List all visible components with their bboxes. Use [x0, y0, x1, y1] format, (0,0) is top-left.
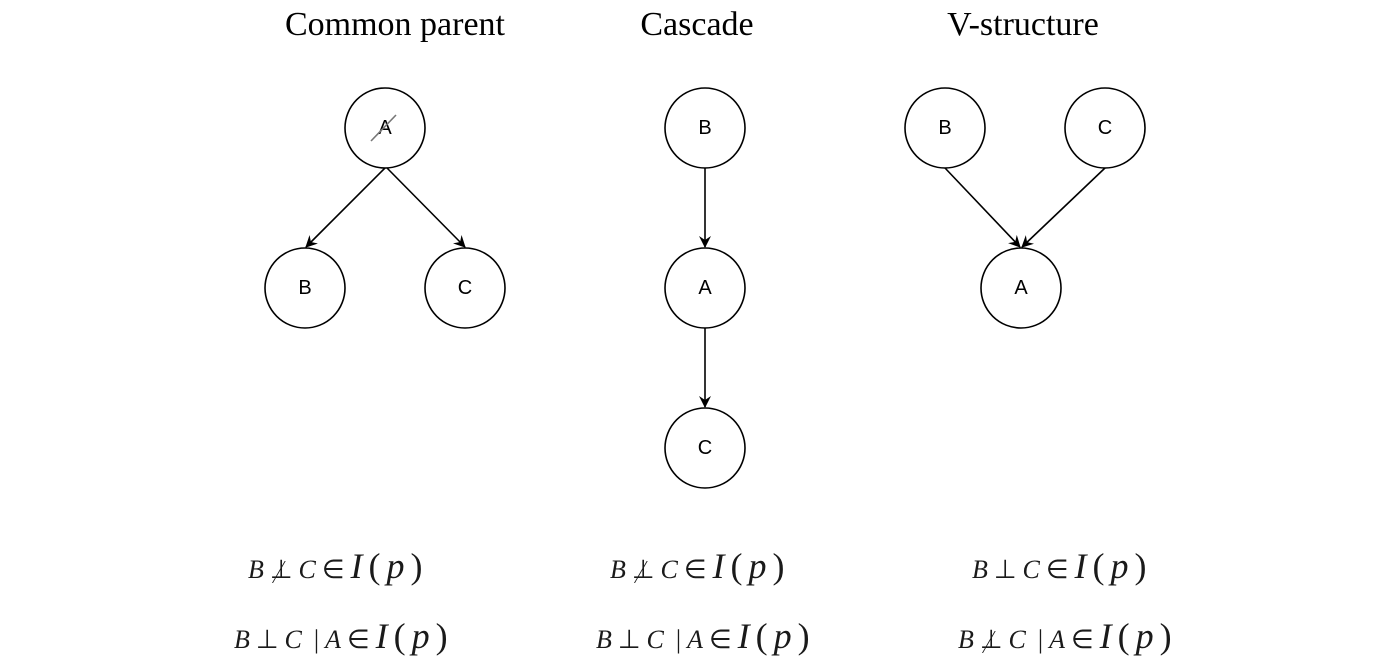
var-a: A	[1049, 625, 1065, 654]
element-of-symbol: ∈	[709, 625, 732, 654]
var-b: B	[248, 555, 264, 584]
var-c: C	[1008, 625, 1026, 654]
observed-strike	[370, 114, 397, 142]
independent-symbol: ⊥	[617, 625, 641, 654]
var-c: C	[298, 555, 316, 584]
edge-a-c-common-parent	[386, 167, 466, 248]
var-b: B	[958, 625, 974, 654]
distribution-p: p	[773, 616, 792, 656]
node-label: B	[698, 117, 711, 139]
independence-set: I	[375, 616, 388, 656]
var-a: A	[325, 625, 341, 654]
node-b-v-structure: B	[904, 87, 986, 169]
left-paren: (	[755, 616, 768, 656]
distribution-p: p	[386, 546, 405, 586]
right-paren: )	[1134, 546, 1147, 586]
node-a-cascade: A	[664, 247, 746, 329]
right-paren: )	[1159, 616, 1172, 656]
element-of-symbol: ∈	[1071, 625, 1094, 654]
node-label: C	[458, 277, 472, 299]
title-v-structure: V-structure	[947, 6, 1099, 43]
right-paren: )	[410, 546, 423, 586]
node-a-v-structure: A	[980, 247, 1062, 329]
node-b-common-parent: B	[264, 247, 346, 329]
independence-set: I	[737, 616, 750, 656]
node-c-v-structure: C	[1064, 87, 1146, 169]
formula-conditional-cascade: B ⊥ C | A ∈ I(p)	[596, 615, 810, 657]
formula-marginal-cascade: B ⊥ C ∈ I(p)	[610, 545, 785, 587]
title-common-parent: Common parent	[284, 6, 506, 43]
var-c: C	[1022, 555, 1040, 584]
edge-a-b-common-parent	[305, 167, 386, 248]
var-c: C	[646, 625, 664, 654]
independent-symbol: ⊥	[255, 625, 279, 654]
left-paren: (	[1092, 546, 1105, 586]
node-label: A	[698, 277, 712, 299]
element-of-symbol: ∈	[683, 555, 707, 584]
independence-set: I	[1074, 546, 1087, 586]
node-label: B	[298, 277, 311, 299]
var-c: C	[660, 555, 678, 584]
independence-set: I	[1099, 616, 1112, 656]
not-independent-symbol: ⊥	[269, 555, 293, 584]
node-label: C	[1098, 117, 1112, 139]
element-of-symbol: ∈	[321, 555, 345, 584]
formula-marginal-v-structure: B ⊥ C ∈ I(p)	[972, 545, 1147, 587]
edge-b-a-v-structure	[944, 167, 1021, 248]
var-c: C	[284, 625, 302, 654]
given-bar: |	[313, 625, 320, 654]
distribution-p: p	[411, 616, 430, 656]
right-paren: )	[772, 546, 785, 586]
formula-conditional-common-parent: B ⊥ C | A ∈ I(p)	[234, 615, 448, 657]
not-independent-symbol: ⊥	[979, 625, 1003, 654]
right-paren: )	[435, 616, 448, 656]
node-a-common-parent: A	[344, 87, 426, 169]
given-bar: |	[675, 625, 682, 654]
independence-set: I	[712, 546, 725, 586]
formula-marginal-common-parent: B ⊥ C ∈ I(p)	[248, 545, 423, 587]
not-independent-symbol: ⊥	[631, 555, 655, 584]
node-c-cascade: C	[664, 407, 746, 489]
formula-conditional-v-structure: B ⊥ C | A ∈ I(p)	[958, 615, 1172, 657]
left-paren: (	[730, 546, 743, 586]
left-paren: (	[393, 616, 406, 656]
edge-c-a-v-structure	[1021, 167, 1106, 248]
distribution-p: p	[748, 546, 767, 586]
node-c-common-parent: C	[424, 247, 506, 329]
given-bar: |	[1037, 625, 1044, 654]
distribution-p: p	[1110, 546, 1129, 586]
node-b-cascade: B	[664, 87, 746, 169]
title-cascade: Cascade	[640, 6, 754, 43]
independence-set: I	[350, 546, 363, 586]
independent-symbol: ⊥	[993, 555, 1017, 584]
distribution-p: p	[1135, 616, 1154, 656]
node-label: B	[938, 117, 951, 139]
var-a: A	[687, 625, 703, 654]
var-b: B	[234, 625, 250, 654]
left-paren: (	[368, 546, 381, 586]
var-b: B	[972, 555, 988, 584]
node-label: A	[1014, 277, 1028, 299]
var-b: B	[610, 555, 626, 584]
node-label: C	[698, 437, 712, 459]
element-of-symbol: ∈	[347, 625, 370, 654]
left-paren: (	[1117, 616, 1130, 656]
var-b: B	[596, 625, 612, 654]
right-paren: )	[797, 616, 810, 656]
element-of-symbol: ∈	[1045, 555, 1069, 584]
